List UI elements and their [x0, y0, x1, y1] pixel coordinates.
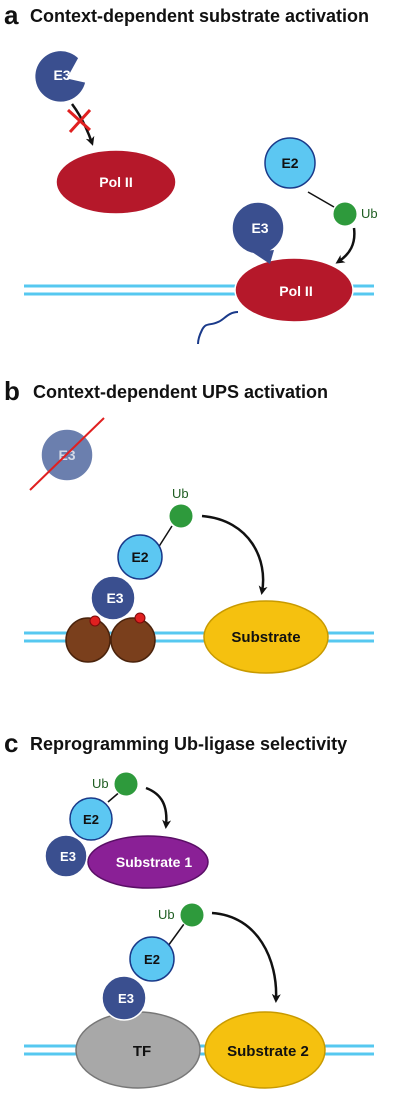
- e2-label: E2: [281, 155, 298, 171]
- e3-label-lower: E3: [118, 991, 134, 1006]
- e2-node-upper: [69, 797, 113, 841]
- panel-c: c Reprogramming Ub-ligase selectivity Su…: [4, 728, 374, 1089]
- panel-b: b Context-dependent UPS activation E3 E2…: [4, 376, 374, 674]
- panel-a: a Context-dependent substrate activation…: [4, 0, 378, 345]
- ub-label: Ub: [361, 206, 378, 221]
- ub-transfer-arrow: [201, 514, 268, 595]
- substrate-label: Substrate: [231, 629, 300, 646]
- ub-node-upper: [113, 771, 139, 797]
- ub-transfer-arrow: [335, 227, 356, 264]
- pol-ii-bound-node: [234, 257, 354, 323]
- panel-c-letter: c: [4, 728, 18, 758]
- e3-label: E3: [106, 590, 123, 606]
- panel-a-title: Context-dependent substrate activation: [30, 6, 369, 26]
- e3-node-lower: [101, 975, 147, 1021]
- e2-node-lower: [129, 936, 175, 982]
- rna-transcript: [197, 311, 239, 345]
- ub-node-lower: [179, 902, 205, 928]
- e2-node: [117, 534, 163, 580]
- substrate1-label: Substrate 1: [116, 854, 192, 870]
- e2-label-upper: E2: [83, 812, 99, 827]
- e3-node: [33, 49, 87, 104]
- ub-label-lower: Ub: [158, 907, 175, 922]
- substrate-node: [203, 600, 329, 674]
- ub-transfer-arrow-upper: [145, 786, 172, 829]
- e3-node-upper: [44, 834, 88, 878]
- ub-label-upper: Ub: [92, 776, 109, 791]
- pol-ii-node: [55, 149, 177, 215]
- panel-b-title: Context-dependent UPS activation: [33, 382, 328, 402]
- red-cross-icon: [66, 108, 92, 134]
- strike-line: [29, 417, 105, 491]
- tf-label: TF: [133, 1043, 151, 1060]
- ub-label: Ub: [172, 486, 189, 501]
- substrate2-node: [204, 1011, 326, 1089]
- e2-ub-link-lower: [167, 923, 185, 947]
- nucleosome-left: [65, 617, 111, 663]
- substrate1-node: [87, 835, 209, 889]
- nucleosome-right: [110, 617, 156, 663]
- ub-transfer-arrow-lower: [211, 911, 281, 1003]
- substrate2-label: Substrate 2: [227, 1043, 309, 1060]
- pol-ii-bound-label: Pol II: [279, 283, 312, 299]
- e3-label: E3: [53, 67, 70, 83]
- e3-node: [90, 575, 136, 621]
- e3-label-upper: E3: [60, 849, 76, 864]
- e2-label: E2: [131, 549, 148, 565]
- e2-node: [264, 137, 316, 189]
- e2-label-lower: E2: [144, 952, 160, 967]
- e2-ub-link: [157, 525, 173, 549]
- e3-bound-label: E3: [251, 220, 268, 236]
- modification-dot-right: [134, 612, 146, 624]
- panel-b-letter: b: [4, 376, 20, 406]
- panel-a-letter: a: [4, 0, 19, 30]
- e2-ub-link: [307, 191, 335, 208]
- e3-bound-node: [231, 201, 285, 264]
- panel-c-title: Reprogramming Ub-ligase selectivity: [30, 734, 347, 754]
- ub-node: [168, 503, 194, 529]
- modification-dot-left: [89, 615, 101, 627]
- pol-ii-label: Pol II: [99, 174, 132, 190]
- ub-node: [332, 201, 358, 227]
